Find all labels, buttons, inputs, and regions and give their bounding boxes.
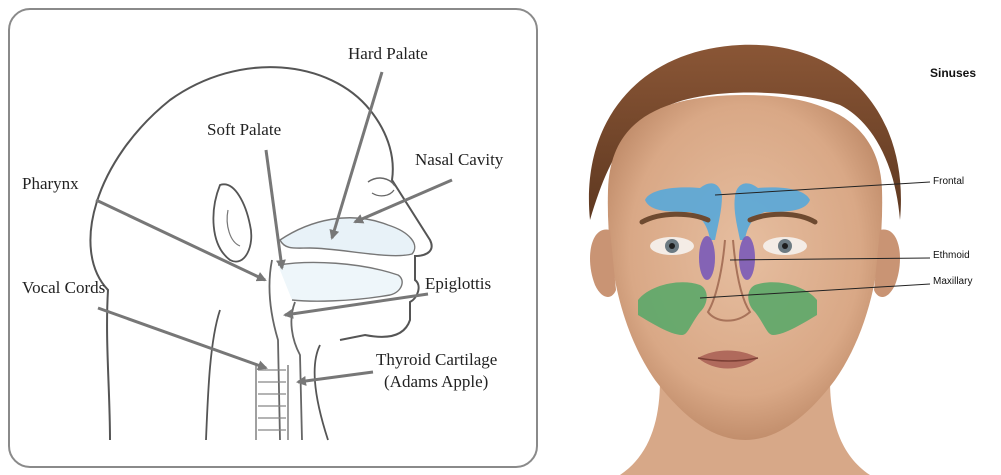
throat-anatomy-panel: Hard Palate Soft Palate Nasal Cavity Pha… bbox=[8, 8, 538, 468]
pharynx-tube bbox=[270, 260, 280, 440]
label-epiglottis: Epiglottis bbox=[425, 274, 491, 294]
label-hard-palate: Hard Palate bbox=[348, 44, 428, 64]
arrow-pharynx bbox=[96, 200, 265, 280]
oral-cavity-shape bbox=[278, 262, 402, 301]
arrow-vocal-cords bbox=[98, 308, 266, 368]
label-nasal-cavity: Nasal Cavity bbox=[415, 150, 503, 170]
ethmoid-sinus-left bbox=[699, 236, 715, 280]
label-frontal: Frontal bbox=[933, 176, 964, 187]
trachea-rings bbox=[258, 370, 286, 430]
head-cross-section-drawing bbox=[10, 10, 540, 470]
arrow-thyroid-cartilage bbox=[298, 372, 373, 382]
label-maxillary: Maxillary bbox=[933, 276, 972, 287]
label-vocal-cords: Vocal Cords bbox=[22, 278, 105, 298]
sinus-anatomy-panel: Sinuses Frontal Ethmoid Maxillary bbox=[550, 0, 1001, 475]
sinuses-title: Sinuses bbox=[930, 66, 976, 80]
label-ethmoid: Ethmoid bbox=[933, 250, 970, 261]
label-pharynx: Pharynx bbox=[22, 174, 79, 194]
ethmoid-sinus-right bbox=[739, 236, 755, 280]
label-thyroid-cartilage: Thyroid Cartilage bbox=[376, 350, 497, 370]
ear-outline bbox=[213, 184, 251, 261]
arrow-nasal-cavity bbox=[355, 180, 452, 222]
label-adams-apple: (Adams Apple) bbox=[384, 372, 488, 392]
arrow-soft-palate bbox=[266, 150, 282, 268]
label-soft-palate: Soft Palate bbox=[207, 120, 281, 140]
nasal-cavity-shape bbox=[280, 218, 415, 256]
